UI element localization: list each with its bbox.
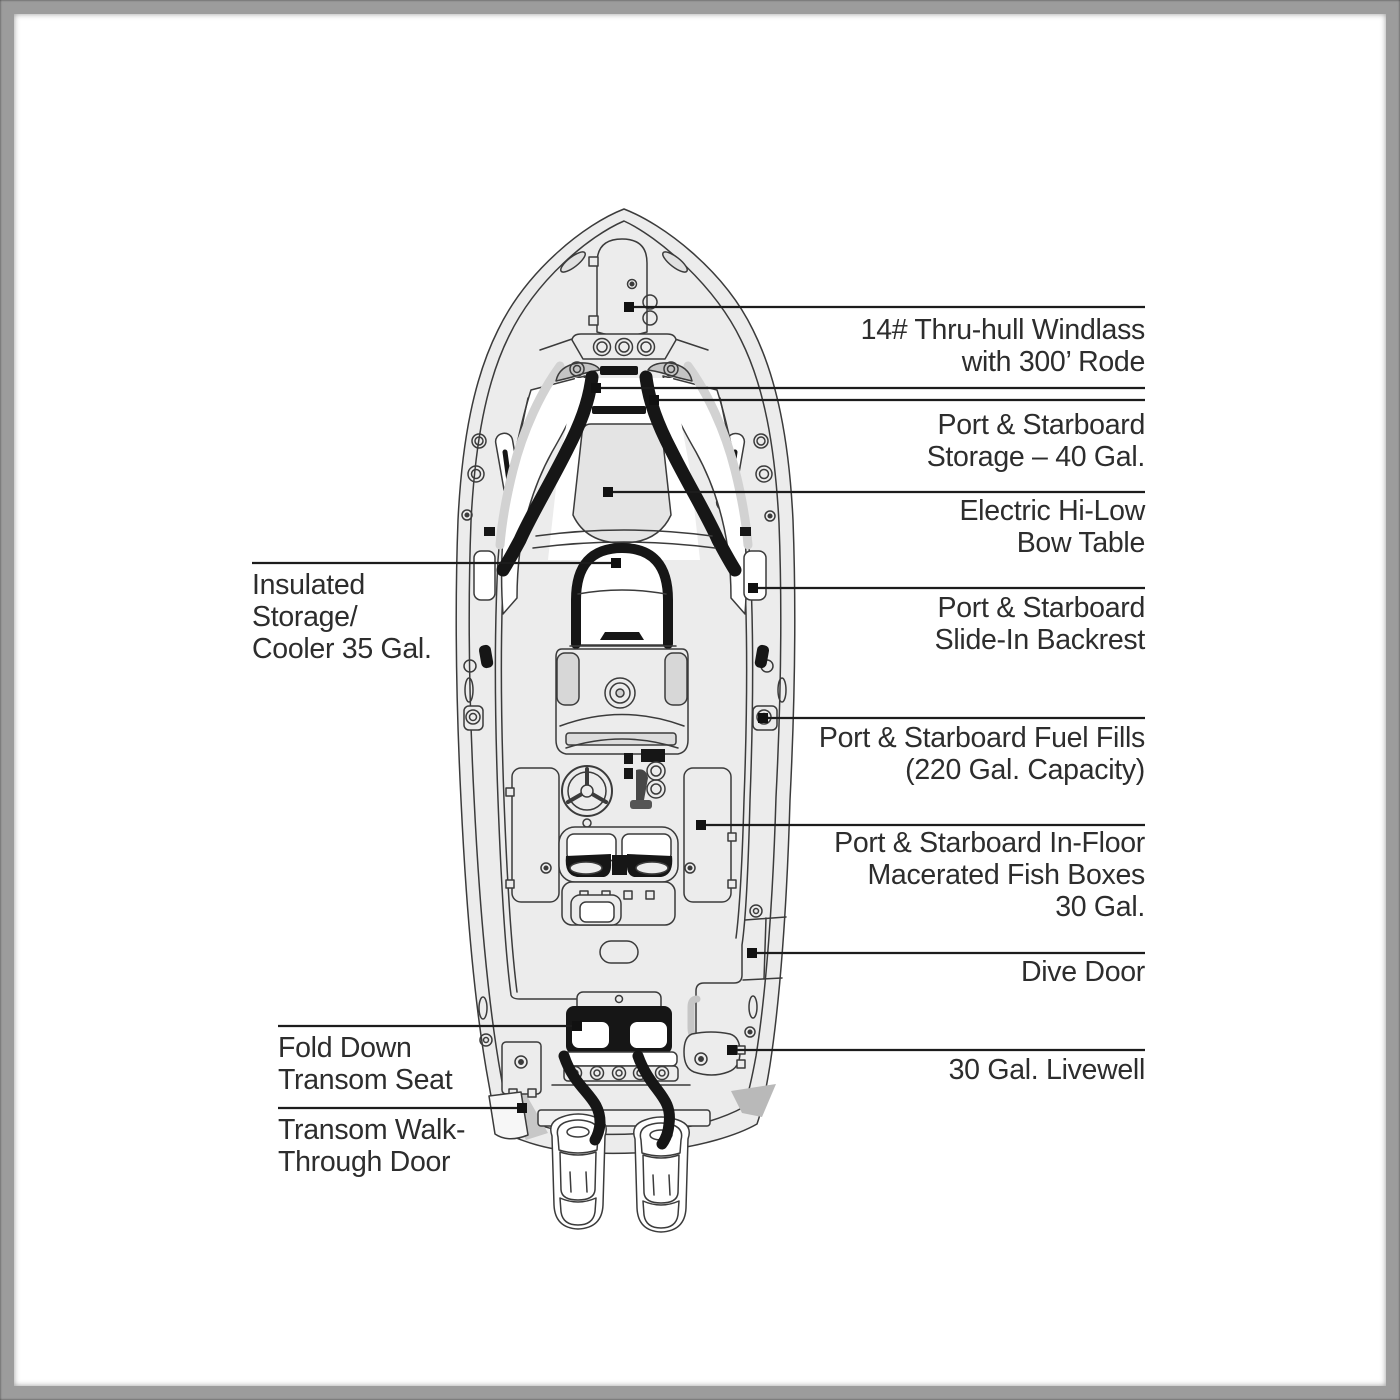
- callout-text-line: Storage – 40 Gal.: [926, 441, 1146, 473]
- console-compass: [604, 677, 636, 709]
- callout-text-line: Port & Starboard: [937, 409, 1146, 441]
- fuel-fill-port: [465, 709, 481, 725]
- callout-transom-walk-through-door: Transom Walk- Through Door: [278, 1114, 465, 1178]
- hatch-hinge: [588, 315, 599, 326]
- callout-text-line: 14# Thru-hull Windlass: [860, 314, 1146, 346]
- deck-fitting: [642, 310, 658, 326]
- throttle-lever: [636, 769, 648, 806]
- callout-text-line: Storage/: [252, 601, 358, 633]
- walk-through-opening: [488, 1091, 529, 1140]
- callout-text-line: Transom Seat: [278, 1064, 453, 1096]
- callout-text-line: Macerated Fish Boxes: [867, 859, 1145, 891]
- callout-text-line: Dive Door: [1020, 956, 1145, 988]
- bow-table-well: [572, 423, 672, 544]
- helm-electronics: [641, 749, 665, 762]
- callout-text-line: (220 Gal. Capacity): [905, 754, 1145, 786]
- bolster-band-port: [496, 370, 599, 577]
- callout-text-line: Port & Starboard Fuel Fills: [818, 722, 1145, 754]
- fish-box-port: [511, 767, 560, 903]
- backrest-pocket-port: [473, 550, 496, 601]
- bolster-pad-port: [478, 644, 494, 669]
- callout-fuel-fills: Port & Starboard Fuel Fills (220 Gal. Ca…: [819, 722, 1145, 786]
- transom-seat-cushion-port: [570, 1020, 611, 1050]
- callout-fish-boxes: Port & Starboard In-Floor Macerated Fish…: [834, 827, 1145, 923]
- callout-text-line: Port & Starboard: [937, 592, 1146, 624]
- callout-text-line: Through Door: [278, 1146, 451, 1178]
- callout-text-line: Electric Hi-Low: [959, 495, 1145, 527]
- steering-wheel: [561, 765, 613, 817]
- callout-text-line: 30 Gal.: [1055, 891, 1145, 923]
- bow-cleat-port: [560, 251, 586, 273]
- callout-bow-table: Electric Hi-Low Bow Table: [959, 495, 1145, 559]
- callout-backrest: Port & Starboard Slide-In Backrest: [934, 592, 1146, 656]
- dive-door-seam: [742, 977, 783, 981]
- callout-storage: Port & Starboard Storage – 40 Gal.: [926, 409, 1146, 473]
- livewell: [683, 1031, 741, 1076]
- hull-inner-line: [468, 220, 782, 1136]
- bow-cleat-starboard: [662, 251, 688, 273]
- deck-plate: [599, 940, 639, 964]
- callout-dive-door: Dive Door: [1021, 956, 1145, 988]
- bolster-pad-starboard: [754, 644, 770, 669]
- windshield-frame: [571, 543, 673, 649]
- callout-fold-down-transom-seat: Fold Down Transom Seat: [278, 1032, 453, 1096]
- callout-text-line: Port & Starboard In-Floor: [834, 827, 1145, 859]
- callout-text-line: Insulated: [252, 569, 365, 601]
- callout-insulated-storage: Insulated Storage/ Cooler 35 Gal.: [252, 569, 432, 665]
- callout-text-line: Transom Walk-: [278, 1114, 466, 1146]
- transom-seat-cushion-starboard: [628, 1020, 669, 1050]
- bolster-band-starboard: [639, 370, 742, 577]
- deck-fitting: [642, 294, 658, 310]
- callout-text-line: Cooler 35 Gal.: [252, 633, 432, 665]
- rigging-hose-starboard: [632, 1050, 675, 1150]
- rigging-hose-port: [558, 1050, 606, 1146]
- callout-text-line: Bow Table: [1016, 527, 1146, 559]
- hatch-hinge: [588, 256, 599, 267]
- callout-text-line: Slide-In Backrest: [934, 624, 1146, 656]
- fish-box-starboard: [683, 767, 732, 903]
- callout-text-line: with 300’ Rode: [961, 346, 1146, 378]
- backrest-pocket-starboard: [743, 550, 767, 601]
- boat-top-view-illustration: [455, 208, 796, 1233]
- callout-text-line: 30 Gal. Livewell: [948, 1054, 1146, 1086]
- callout-windlass: 14# Thru-hull Windlass with 300’ Rode: [860, 314, 1146, 378]
- callout-text-line: Fold Down: [278, 1032, 412, 1064]
- callout-livewell: 30 Gal. Livewell: [948, 1054, 1146, 1086]
- console-body: [555, 648, 689, 755]
- anchor-locker-hatch: [596, 238, 648, 337]
